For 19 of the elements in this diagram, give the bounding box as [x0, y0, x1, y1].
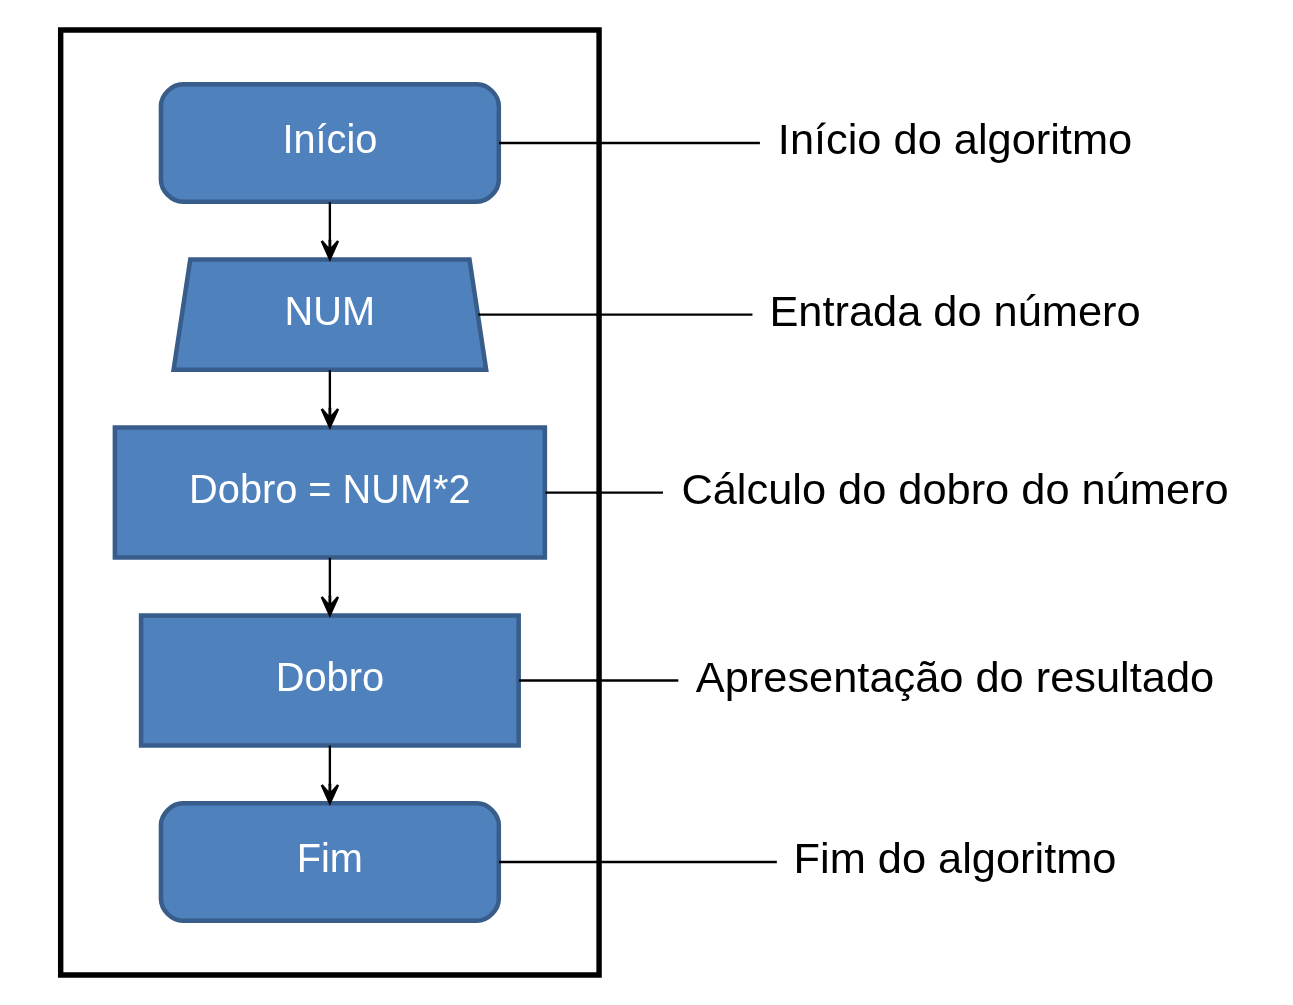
arrow	[320, 202, 340, 261]
node-text: Entrada do número	[769, 286, 1141, 335]
node-box: Fim	[158, 801, 502, 923]
cluster	[57, 27, 602, 978]
node-text: Início do algoritmo	[777, 115, 1133, 164]
node-text: Apresentação do resultado	[695, 652, 1215, 701]
node-box: Dobro	[138, 613, 521, 748]
connector	[478, 313, 753, 316]
arrow	[320, 370, 340, 429]
arrow	[320, 745, 340, 805]
arrow	[320, 557, 340, 617]
node-text: Cálculo do dobro do número	[681, 464, 1229, 513]
node-box: Início	[158, 82, 502, 204]
connector	[519, 679, 679, 682]
connector	[545, 491, 663, 494]
connector	[499, 860, 777, 864]
connector	[499, 141, 760, 145]
node-box: Dobro = NUM*2	[112, 425, 548, 560]
node-text: Fim do algoritmo	[793, 834, 1117, 883]
